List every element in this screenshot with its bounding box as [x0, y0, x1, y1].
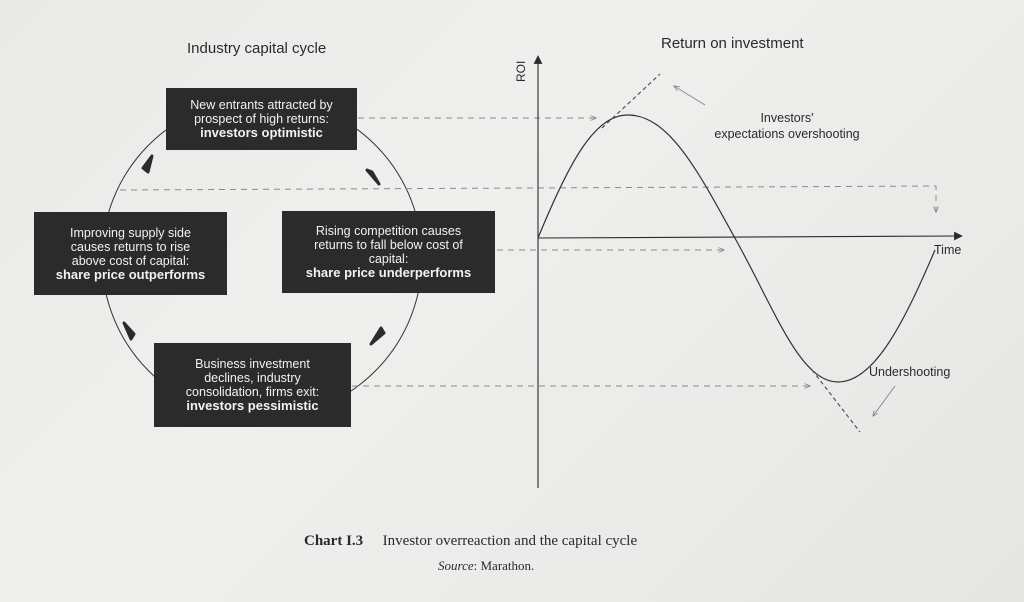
- box-rising-competition-line-2: returns to fall below cost of: [314, 238, 463, 252]
- caption-chart-number: Chart I.3: [304, 533, 364, 549]
- box-improving-supply-line-2: causes returns to rise: [70, 239, 191, 254]
- y-axis-label: ROI: [514, 60, 528, 82]
- cycle-arrow-top-right: [365, 168, 381, 186]
- caption-chart-title: Investor overreaction and the capital cy…: [382, 533, 638, 549]
- undershoot-tangent: [811, 369, 861, 433]
- box-rising-competition-bold: share price underperforms: [305, 265, 472, 280]
- overshoot-annotation-line-2: expectations overshooting: [714, 127, 860, 141]
- box-new-entrants-bold: investors optimistic: [200, 125, 323, 140]
- box-business-investment: Business investment declines, industry c…: [154, 343, 351, 427]
- cycle-arrow-right-bottom: [369, 326, 386, 346]
- dash-connector-left: [119, 185, 936, 212]
- box-business-investment-line-3: consolidation, firms exit:: [185, 385, 320, 399]
- box-business-investment-bold: investors pessimistic: [186, 398, 319, 413]
- overshoot-pointer-arrow: [674, 86, 706, 106]
- overshoot-annotation-line-1: Investors': [760, 111, 814, 125]
- x-axis-label: Time: [934, 243, 962, 257]
- chart-title: Return on investment: [661, 35, 804, 52]
- box-improving-supply-line-3: above cost of capital:: [71, 253, 190, 268]
- figure-source: Source: Marathon.: [438, 558, 534, 574]
- box-business-investment-line-1: Business investment: [195, 357, 310, 371]
- box-rising-competition: Rising competition causes returns to fal…: [282, 211, 495, 293]
- box-improving-supply-bold: share price outperforms: [55, 266, 206, 282]
- overshoot-annotation: Investors' expectations overshooting: [704, 110, 870, 142]
- undershoot-annotation: Undershooting: [869, 365, 951, 379]
- undershoot-pointer-arrow: [873, 385, 896, 416]
- box-rising-competition-line-3: capital:: [368, 252, 409, 266]
- source-value: : Marathon.: [473, 558, 535, 573]
- box-new-entrants-line-2: prospect of high returns:: [194, 112, 329, 126]
- box-new-entrants: New entrants attracted by prospect of hi…: [166, 88, 357, 150]
- box-business-investment-line-2: declines, industry: [204, 371, 301, 385]
- cycle-title: Industry capital cycle: [187, 40, 327, 57]
- box-improving-supply-line-1: Improving supply side: [70, 225, 191, 240]
- cycle-arrow-bottom-left: [122, 321, 136, 341]
- overshoot-tangent: [601, 73, 661, 129]
- source-label: Source: [438, 558, 474, 573]
- box-rising-competition-line-1: Rising competition causes: [315, 224, 462, 238]
- x-axis: [537, 231, 963, 241]
- box-improving-supply: Improving supply side causes returns to …: [34, 212, 227, 295]
- cycle-arrow-left-top: [141, 154, 154, 174]
- roi-curve: [537, 114, 936, 383]
- figure-caption: Chart I.3 Investor overreaction and the …: [304, 533, 637, 550]
- box-new-entrants-line-1: New entrants attracted by: [190, 98, 333, 112]
